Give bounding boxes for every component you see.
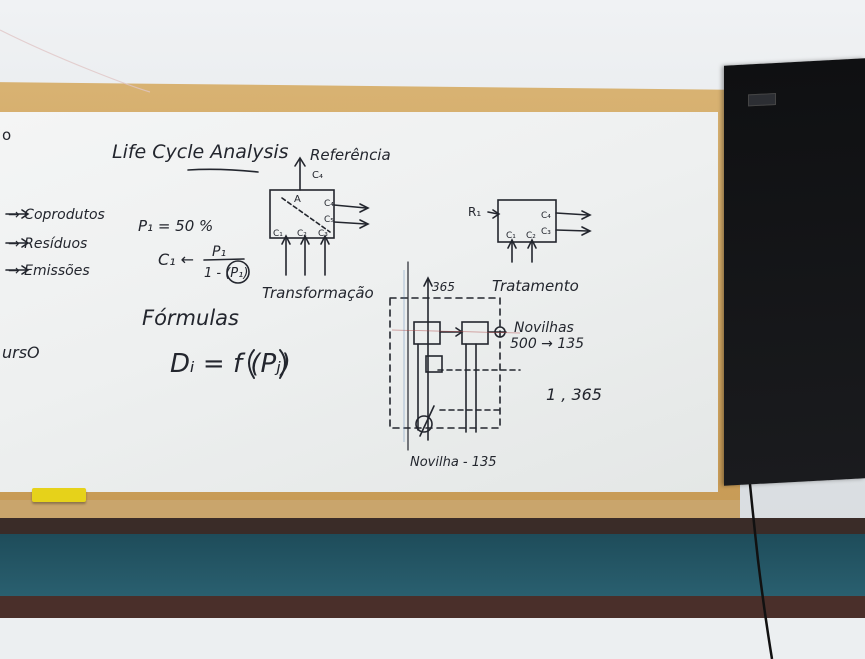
diagram-frame: [389, 297, 501, 429]
formulas-heading: Fórmulas: [142, 306, 239, 330]
treatment-in-2: C₂: [526, 231, 536, 241]
main-formula: Dᵢ = f (Pⱼ): [170, 349, 291, 379]
edge-text-top: o: [2, 126, 11, 144]
transform-top: A: [294, 194, 301, 205]
c1-numerator: P₁: [212, 244, 226, 260]
output-coprodutos: → Coprodutos: [8, 207, 105, 223]
treatment-out-1: C₄: [541, 211, 551, 221]
c1-lhs: C₁ ←: [158, 250, 194, 269]
wall-rail-bottom: [0, 596, 865, 618]
wall-rail-top: [0, 518, 865, 536]
transform-box: [269, 189, 335, 239]
output-emissoes: → Emissões: [8, 263, 90, 279]
ref-label: Referência: [310, 146, 391, 164]
whiteboard-tray: [0, 500, 740, 518]
monitor-logo: [748, 92, 776, 107]
output-residuos: → Resíduos: [8, 236, 87, 252]
tv-monitor: [724, 58, 865, 486]
fraction-line: [203, 258, 245, 261]
whiteboard: [0, 112, 718, 492]
diagram-top-number: 365: [432, 280, 455, 294]
transform-in-1: C₁: [273, 229, 283, 239]
lower-wall: [0, 618, 865, 659]
c1-denominator: 1 - (P₁): [204, 266, 248, 281]
wall-cable: [0, 29, 151, 93]
treatment-r1: R₁: [468, 205, 481, 219]
transform-in-3: C₃: [318, 229, 328, 239]
p1-circle: [226, 260, 250, 284]
diagram-bottom: Novilha - 135: [410, 455, 497, 470]
edge-text-bottom: ursO: [2, 343, 40, 362]
p1-text: P₁ = 50 %: [138, 217, 213, 235]
ref-small: C₄: [312, 170, 323, 181]
transform-label: Transformação: [262, 284, 374, 302]
eraser: [32, 488, 86, 502]
transform-in-2: C₂: [297, 229, 307, 239]
treatment-in-1: C₁: [506, 231, 516, 241]
transform-out-2: C₅: [324, 215, 334, 225]
novilhas-values: 500 → 135: [510, 336, 584, 352]
pair-text: 1 , 365: [546, 385, 602, 404]
wall-panel: [0, 534, 865, 598]
novilhas-label: Novilhas: [514, 320, 574, 336]
transform-out-1: C₄: [324, 199, 334, 209]
treatment-out-2: C₃: [541, 227, 551, 237]
title-text: Life Cycle Analysis: [112, 141, 289, 163]
transform-diagonal: [281, 197, 331, 233]
treatment-label: Tratamento: [492, 277, 579, 295]
title-underline: [187, 168, 259, 173]
treatment-box: [497, 199, 557, 243]
